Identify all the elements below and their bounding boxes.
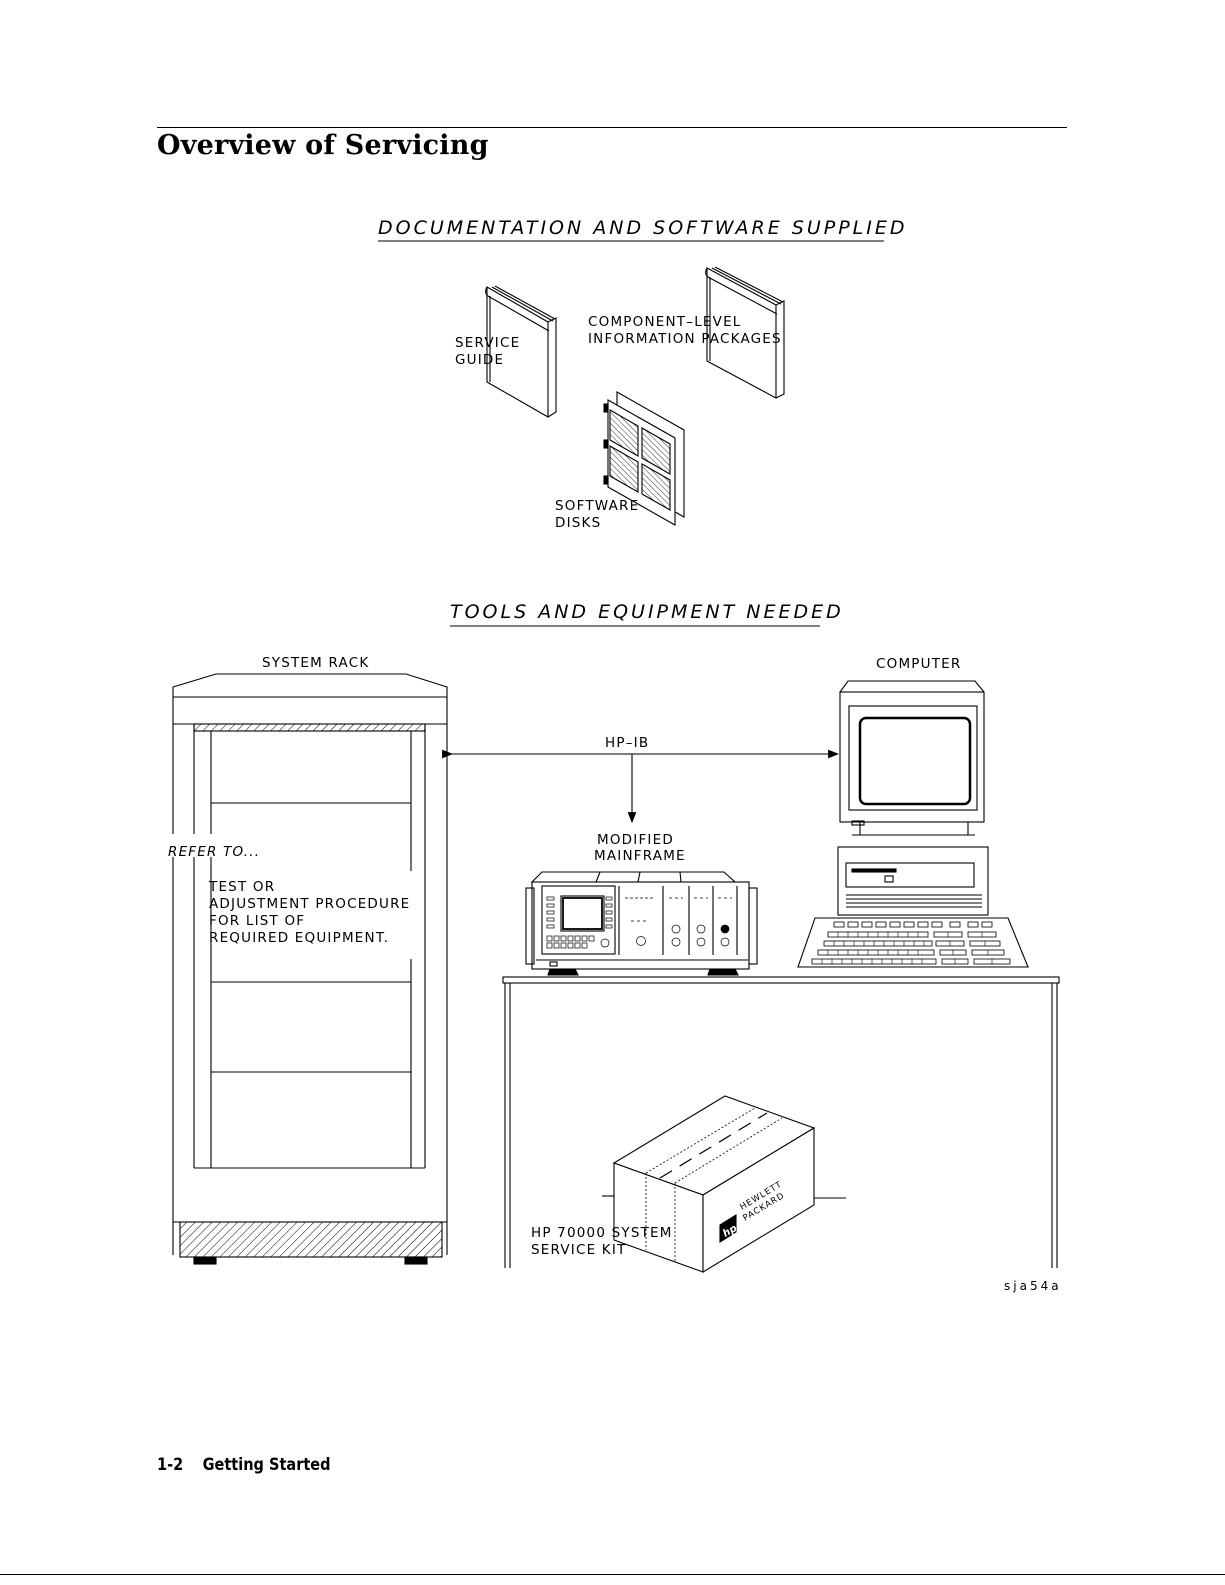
component-level-label-1: COMPONENT–LEVEL <box>588 314 742 330</box>
service-kit-box-icon <box>602 1095 846 1273</box>
mainframe-label-2: MAINFRAME <box>594 848 686 864</box>
software-disks-icon <box>603 391 685 526</box>
heading-tools: TOOLS AND EQUIPMENT NEEDED <box>450 601 844 623</box>
figure-id: sja54a <box>1004 1279 1062 1293</box>
software-disks-label-2: DISKS <box>555 515 601 531</box>
component-binder-icon <box>705 266 785 399</box>
refer-text-line-1: TEST OR <box>208 879 275 895</box>
page-footer: 1-2 Getting Started <box>157 1455 331 1474</box>
table-icon <box>502 976 1060 1268</box>
software-disks-label-1: SOFTWARE <box>555 498 639 514</box>
computer-icon <box>797 680 1029 968</box>
page-title: Overview of Servicing <box>157 130 489 161</box>
mainframe-label-1: MODIFIED <box>597 832 674 848</box>
service-guide-label-2: GUIDE <box>455 352 504 368</box>
refer-text-line-3: FOR LIST OF <box>209 913 305 929</box>
component-level-label-2: INFORMATION PACKAGES <box>588 331 782 347</box>
service-guide-binder-icon <box>485 285 557 418</box>
top-rule <box>157 127 1067 128</box>
service-kit-label-1: HP 70000 SYSTEM <box>531 1225 673 1241</box>
heading-docs: DOCUMENTATION AND SOFTWARE SUPPLIED <box>378 217 908 239</box>
refer-text-line-2: ADJUSTMENT PROCEDURE <box>209 896 410 912</box>
bottom-rule <box>0 1574 1225 1575</box>
mainframe-icon <box>525 871 758 976</box>
computer-label: COMPUTER <box>876 656 961 672</box>
footer-page-number: 1-2 <box>157 1455 184 1474</box>
system-rack-label: SYSTEM RACK <box>262 655 369 671</box>
refer-to-label: REFER TO... <box>168 844 260 860</box>
footer-section: Getting Started <box>202 1455 331 1474</box>
service-kit-label-2: SERVICE KIT <box>531 1242 627 1258</box>
hpib-label: HP–IB <box>605 735 649 751</box>
keyboard-keys-icon <box>811 921 1011 965</box>
refer-text-line-4: REQUIRED EQUIPMENT. <box>209 930 389 946</box>
system-rack-icon <box>172 673 448 1265</box>
service-guide-label-1: SERVICE <box>455 335 520 351</box>
